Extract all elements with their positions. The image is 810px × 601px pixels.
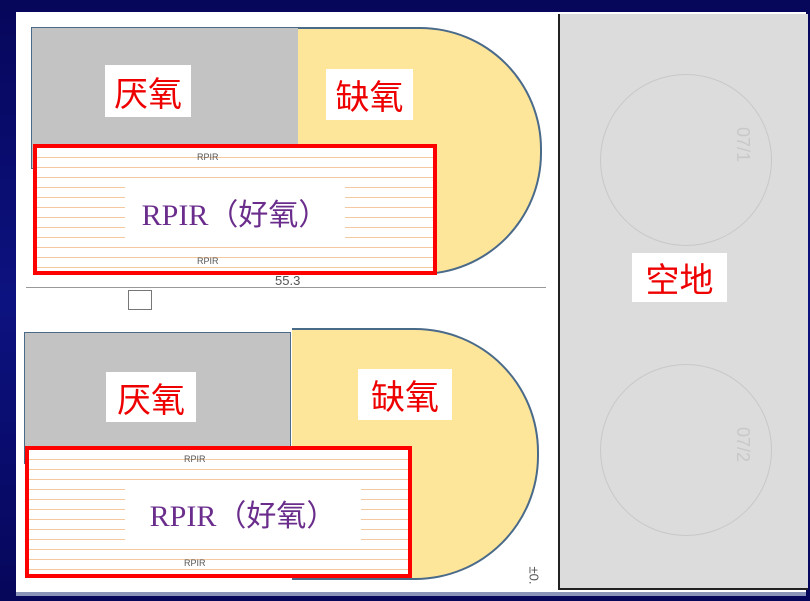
- rpir-mark: RPIR: [197, 256, 219, 266]
- vacant-area: 07/1 07/2 空地: [558, 14, 808, 590]
- elevation-mark: ±0.: [526, 566, 542, 585]
- dimension-line: [26, 287, 546, 288]
- rpir-mark: RPIR: [184, 454, 206, 464]
- vacant-label: 空地: [632, 253, 727, 302]
- circle-mark: 07/1: [733, 126, 754, 163]
- circle-mark: 07/2: [733, 426, 754, 463]
- pipe-box: [128, 290, 152, 310]
- aerobic-label-1: RPIR（好氧）: [125, 184, 345, 240]
- anaerobic-label-1: 厌氧: [105, 65, 191, 117]
- anoxic-label-1: 缺氧: [326, 69, 413, 120]
- anoxic-label-2: 缺氧: [358, 369, 452, 420]
- aerobic-rpir-tank-1: RPIR RPIR RPIR（好氧）: [33, 144, 437, 275]
- dimension-label: 55.3: [275, 273, 301, 288]
- rpir-mark: RPIR: [184, 558, 206, 568]
- vacant-circle: [600, 74, 772, 246]
- aerobic-label-2: RPIR（好氧）: [125, 484, 361, 542]
- aerobic-rpir-tank-2: RPIR RPIR RPIR（好氧）: [25, 446, 412, 578]
- anaerobic-label-2: 厌氧: [106, 372, 196, 422]
- vacant-circle: [600, 364, 772, 536]
- rpir-mark: RPIR: [197, 152, 219, 162]
